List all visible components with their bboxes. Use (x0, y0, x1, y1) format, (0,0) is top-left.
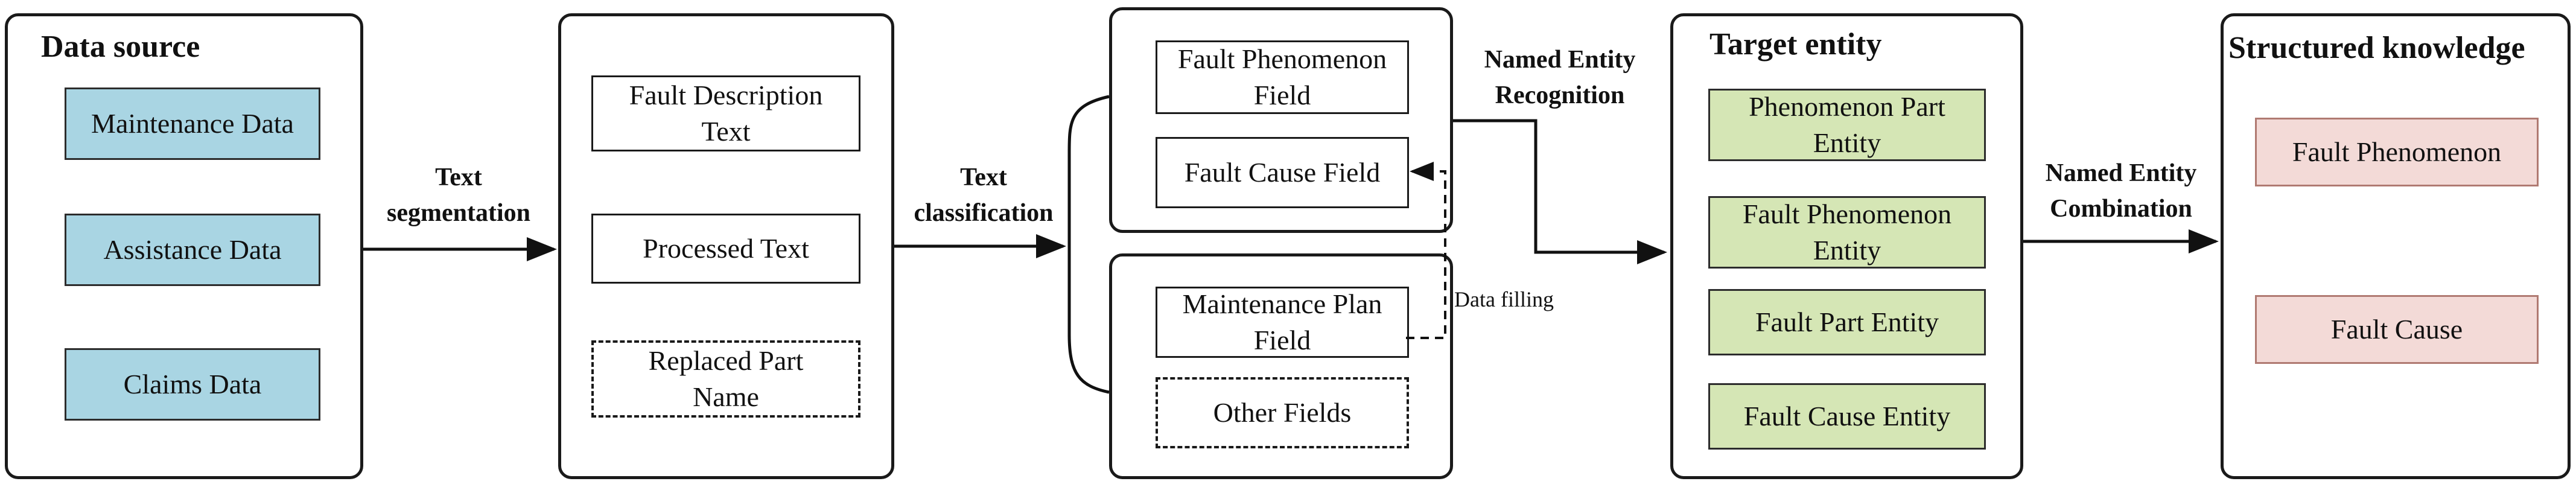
box-line: Name (693, 381, 759, 412)
box-line: Processed Text (643, 233, 809, 264)
segmentation-panel: Fault Description Text Processed Text Re… (558, 13, 894, 479)
box-line: Phenomenon Part (1749, 91, 1945, 122)
fault-phenomenon-entity-box: Fault Phenomenon Entity (1708, 196, 1986, 269)
processed-text-box: Processed Text (591, 214, 860, 284)
classification-lower-panel: Maintenance Plan Field Other Fields (1109, 253, 1453, 479)
data-filling-label: Data filling (1454, 287, 1554, 311)
data-source-panel: Data source Maintenance Data Assistance … (5, 13, 363, 479)
box-line: Fault Cause Entity (1743, 401, 1951, 432)
fault-phenomenon-field-box: Fault Phenomenon Field (1156, 40, 1409, 114)
label-line: Text (435, 164, 482, 191)
phenomenon-part-entity-box: Phenomenon Part Entity (1708, 89, 1986, 161)
fault-description-text-box: Fault Description Text (591, 75, 860, 151)
label-line: Text (960, 164, 1007, 191)
box-line: Text (701, 116, 751, 147)
label-line: segmentation (387, 199, 530, 227)
box-line: Fault Phenomenon (1177, 43, 1387, 75)
target-entity-panel: Target entity Phenomenon Part Entity Fau… (1670, 13, 2023, 479)
label-line: Named Entity (1484, 46, 1636, 74)
box-line: Fault Description (629, 80, 823, 111)
label-line: classification (914, 199, 1054, 227)
fault-cause-field-box: Fault Cause Field (1156, 137, 1409, 208)
box-line: Other Fields (1213, 397, 1352, 428)
box-line: Entity (1813, 127, 1881, 158)
structured-knowledge-panel: Structured knowledge Fault Phenomenon Fa… (2221, 13, 2571, 479)
classification-upper-panel: Fault Phenomenon Field Fault Cause Field (1109, 7, 1453, 233)
label-line: Named Entity (2045, 159, 2197, 187)
structured-knowledge-title: Structured knowledge (2228, 31, 2525, 65)
box-line: Replaced Part (648, 345, 804, 377)
claims-data-box: Claims Data (65, 348, 320, 421)
fault-cause-entity-box: Fault Cause Entity (1708, 383, 1986, 450)
maintenance-plan-field-box: Maintenance Plan Field (1156, 287, 1409, 358)
text-segmentation-label: Text segmentation (368, 160, 549, 231)
box-line: Field (1253, 325, 1311, 355)
box-line: Fault Part Entity (1755, 307, 1939, 338)
data-filling-arrow (1406, 162, 1446, 339)
box-line: Fault Cause Field (1184, 157, 1381, 188)
classification-bracket (1067, 95, 1110, 394)
named-entity-combination-label: Named Entity Combination (2024, 156, 2218, 227)
box-line: Maintenance Plan (1182, 288, 1382, 320)
data-source-title: Data source (41, 30, 200, 64)
box-line: Entity (1813, 235, 1881, 266)
named-entity-recognition-label: Named Entity Recognition (1460, 42, 1659, 113)
target-entity-title: Target entity (1709, 27, 1882, 62)
fault-part-entity-box: Fault Part Entity (1708, 289, 1986, 355)
label-line: Recognition (1495, 81, 1625, 109)
text-classification-label: Text classification (893, 160, 1074, 231)
replaced-part-name-box: Replaced Part Name (591, 340, 860, 418)
fault-phenomenon-knowledge-box: Fault Phenomenon (2255, 118, 2539, 186)
fault-cause-knowledge-box: Fault Cause (2255, 295, 2539, 364)
box-line: Fault Phenomenon (1742, 199, 1952, 230)
label-line: Combination (2050, 194, 2192, 223)
assistance-data-box: Assistance Data (65, 214, 320, 286)
box-line: Field (1253, 80, 1311, 110)
maintenance-data-box: Maintenance Data (65, 88, 320, 160)
named-entity-recognition-arrow (1453, 119, 1667, 264)
other-fields-box: Other Fields (1156, 377, 1409, 448)
